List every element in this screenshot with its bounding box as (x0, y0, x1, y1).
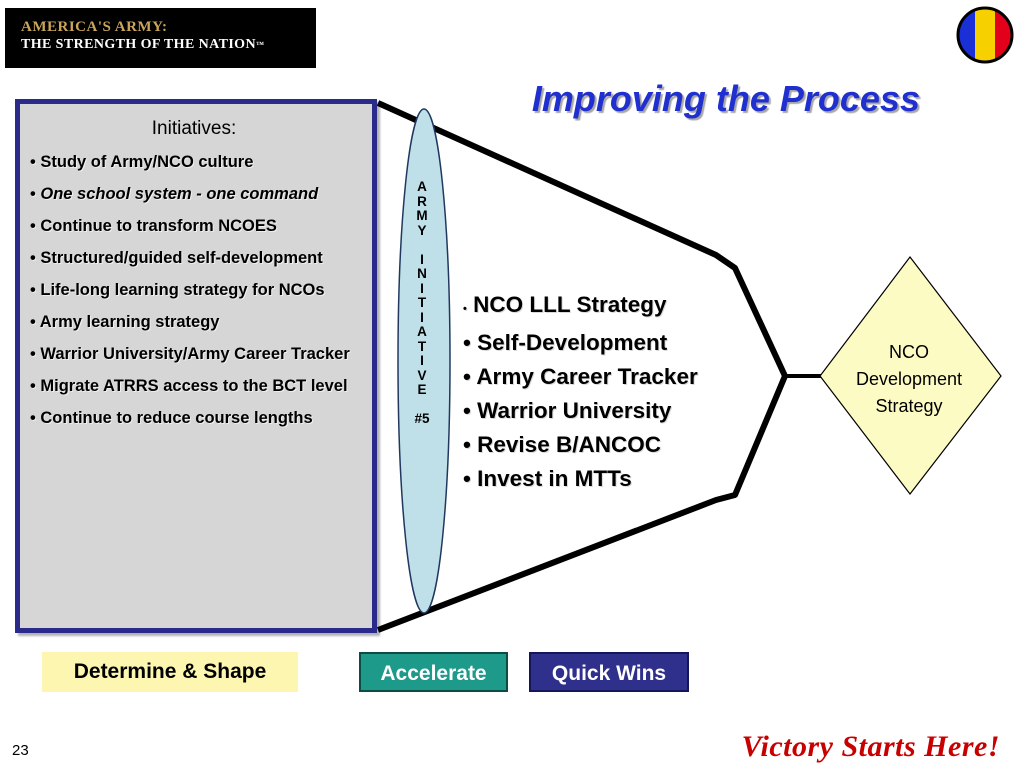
diamond-line: Development (855, 369, 963, 389)
nco-strategy-label: NCO Development Strategy (834, 339, 984, 420)
logo-line-2: THE STRENGTH OF THE NATION (21, 37, 256, 52)
army-initiative-label: A R M Y I N I T I A T I V E #5 (402, 179, 442, 427)
letter: E (417, 382, 427, 397)
list-item: • Continue to reduce course lengths (30, 409, 313, 427)
letter: N (417, 266, 427, 281)
letter: I (420, 309, 424, 325)
nco-strategy-diamond (819, 256, 1002, 495)
letter-spacer (402, 238, 442, 253)
list-item: • Invest in MTTs (463, 466, 632, 491)
letter: A (417, 324, 427, 339)
letter: I (420, 353, 424, 368)
logo-line-1: AMERICA'S ARMY: (21, 19, 168, 35)
letter: I (420, 251, 424, 267)
letter-spacer (402, 398, 442, 413)
letter: R (417, 193, 427, 209)
initiatives-heading: Initiatives: (151, 118, 237, 139)
letter: V (417, 367, 427, 383)
list-item: • Structured/guided self-development (30, 249, 323, 267)
initiatives-panel: Initiatives: • Study of Army/NCO culture… (15, 99, 377, 633)
trademark: ™ (255, 40, 265, 49)
determine-shape-box: Determine & Shape (42, 652, 298, 692)
strategies-list: • NCO LLL Strategy • Self-Development • … (463, 288, 783, 496)
slogan: Victory Starts Here! (741, 730, 1000, 763)
list-item: • Warrior University/Army Career Tracker (30, 345, 350, 363)
letter: T (417, 295, 427, 310)
list-item: • Army Career Tracker (463, 364, 698, 389)
list-item: • Continue to transform NCOES (30, 217, 277, 235)
page-number: 23 (12, 742, 29, 759)
slide-title: Improving the Process (531, 78, 920, 119)
tricolor-seal-icon (956, 6, 1014, 64)
list-item: • One school system - one command (30, 185, 319, 203)
quick-wins-box: Quick Wins (529, 652, 689, 692)
army-initiative-ellipse (397, 108, 451, 614)
list-item: • NCO LLL Strategy (463, 292, 667, 317)
initiatives-list: • Study of Army/NCO culture • One school… (30, 146, 358, 434)
list-item: • Study of Army/NCO culture (30, 153, 254, 171)
diamond-line: NCO (889, 342, 929, 362)
letter: I (420, 280, 424, 296)
list-item: • Life-long learning strategy for NCOs (30, 281, 325, 299)
list-item: • Self-Development (463, 330, 668, 355)
army-logo-banner: AMERICA'S ARMY: THE STRENGTH OF THE NATI… (5, 8, 316, 68)
letter: A (417, 179, 427, 194)
list-item: • Army learning strategy (30, 313, 220, 331)
letter: Y (417, 222, 427, 238)
letter: M (416, 208, 428, 223)
list-item: • Migrate ATRRS access to the BCT level (30, 377, 348, 395)
diamond-line: Strategy (875, 396, 943, 416)
accelerate-box: Accelerate (359, 652, 508, 692)
letter: T (417, 338, 427, 354)
initiative-number: #5 (414, 411, 430, 426)
list-item: • Revise B/ANCOC (463, 432, 661, 457)
list-item: • Warrior University (463, 398, 672, 423)
